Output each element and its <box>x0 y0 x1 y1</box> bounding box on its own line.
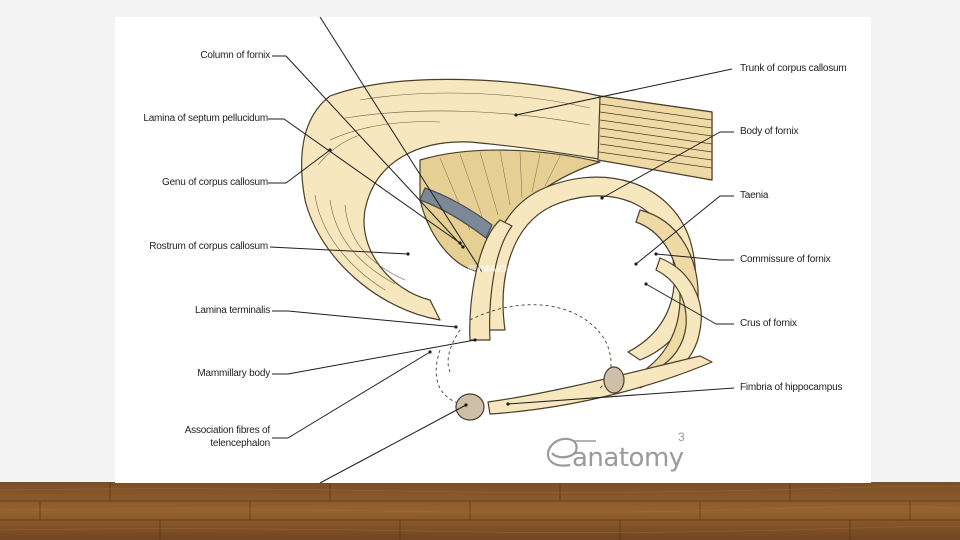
label-lamina-terminalis: Lamina terminalis <box>195 305 270 316</box>
label-rostrum-corpus-callosum: Rostrum of corpus callosum <box>149 241 268 252</box>
label-association-line1: Association fibres of <box>185 424 270 437</box>
label-column-of-fornix: Column of fornix <box>200 50 270 61</box>
label-trunk-corpus-callosum: Trunk of corpus callosum <box>740 63 847 74</box>
label-association-line2: telencephalon <box>185 437 270 450</box>
mammillary-body-shape-right <box>604 367 624 393</box>
label-fimbria-of-hippocampus: Fimbria of hippocampus <box>740 382 842 393</box>
mammillary-body-shape <box>456 394 484 420</box>
label-commissure-of-fornix: Commissure of fornix <box>740 254 830 265</box>
logo-superscript: 3 <box>678 430 685 444</box>
label-genu-corpus-callosum: Genu of corpus callosum <box>162 177 268 188</box>
label-association-fibres: Association fibres of telencephalon <box>185 424 270 450</box>
imaios-watermark: © IMAIOS <box>468 264 514 275</box>
label-taenia: Taenia <box>740 190 768 201</box>
logo-wordmark: anatomy <box>572 443 684 473</box>
label-lamina-septum-pellucidum: Lamina of septum pellucidum <box>143 113 268 124</box>
label-mammillary-body: Mammillary body <box>197 368 270 379</box>
label-crus-of-fornix: Crus of fornix <box>740 318 797 329</box>
label-body-of-fornix: Body of fornix <box>740 126 798 137</box>
